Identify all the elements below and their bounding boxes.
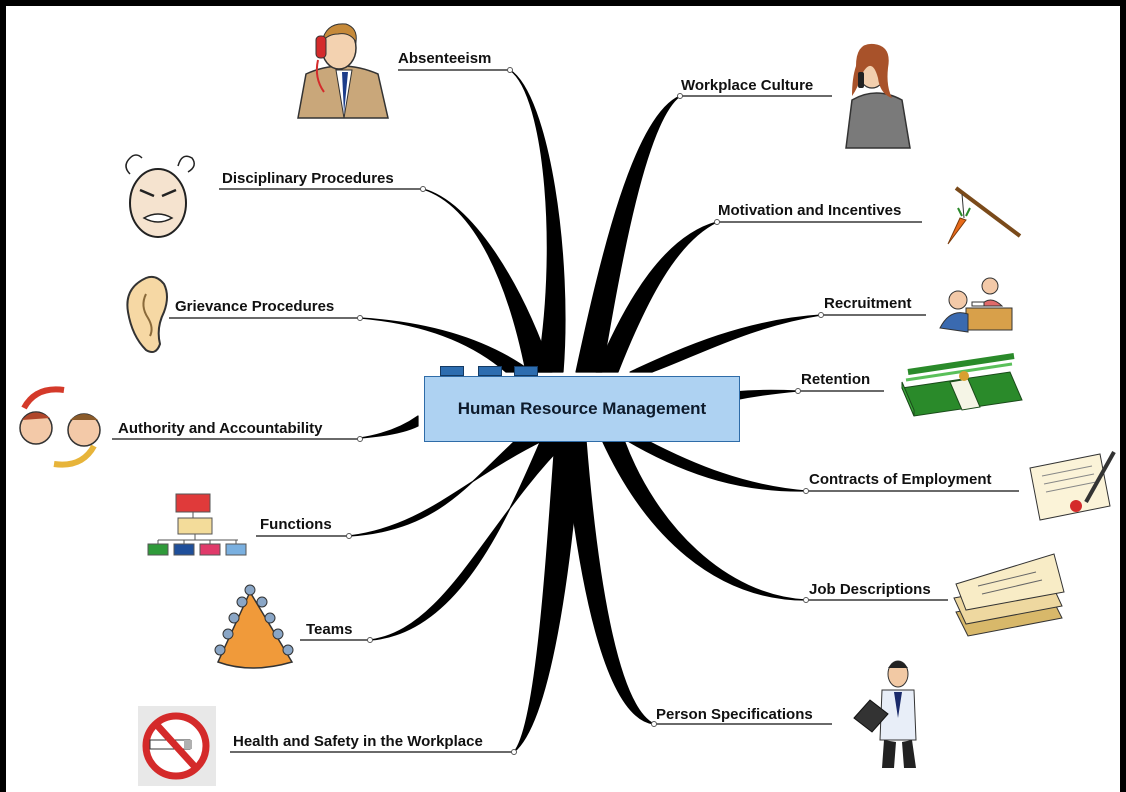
central-topic[interactable]: Human Resource Management: [424, 376, 740, 442]
branch-label-health[interactable]: Health and Safety in the Workplace: [233, 733, 483, 750]
branch-label-teams[interactable]: Teams: [306, 621, 353, 638]
branch-label-retention[interactable]: Retention: [801, 371, 871, 388]
branch-label-disciplinary[interactable]: Disciplinary Procedures: [222, 170, 394, 187]
center-tab-2: [478, 366, 502, 376]
man-on-phone-icon: [297, 23, 389, 119]
man-with-laptop-icon: [853, 660, 917, 768]
branch-label-person-specs[interactable]: Person Specifications: [656, 706, 813, 723]
money-stack-icon: [901, 353, 1023, 417]
branch-label-recruitment[interactable]: Recruitment: [824, 295, 912, 312]
center-tab-3: [514, 366, 538, 376]
org-chart-icon: [147, 493, 247, 556]
contract-pen-icon: [1029, 451, 1116, 521]
angry-face-icon: [125, 154, 195, 238]
two-faces-cycle-icon: [19, 386, 101, 468]
branch-label-functions[interactable]: Functions: [260, 516, 332, 533]
branch-label-motivation[interactable]: Motivation and Incentives: [718, 202, 902, 219]
ear-icon: [126, 275, 168, 353]
woman-on-phone-icon: [845, 43, 911, 149]
mind-map-board: Human Resource Management Absenteeism Di…: [6, 6, 1120, 792]
paper-stack-icon: [953, 553, 1065, 637]
branch-label-job-descriptions[interactable]: Job Descriptions: [809, 581, 931, 598]
no-smoking-icon: [138, 706, 216, 786]
carrot-on-stick-icon: [947, 186, 1022, 245]
branch-label-grievance[interactable]: Grievance Procedures: [175, 298, 335, 315]
branch-label-authority[interactable]: Authority and Accountability: [118, 420, 323, 437]
branch-label-culture[interactable]: Workplace Culture: [681, 77, 814, 94]
branch-layer: [112, 67, 1019, 755]
meeting-table-icon: [214, 584, 294, 669]
central-topic-label: Human Resource Management: [457, 399, 707, 418]
illustration-layer: [19, 23, 1116, 786]
branch-label-contracts[interactable]: Contracts of Employment: [809, 471, 992, 488]
interview-icon: [939, 277, 1013, 333]
center-tab-1: [440, 366, 464, 376]
branch-label-absenteeism[interactable]: Absenteeism: [398, 50, 492, 67]
